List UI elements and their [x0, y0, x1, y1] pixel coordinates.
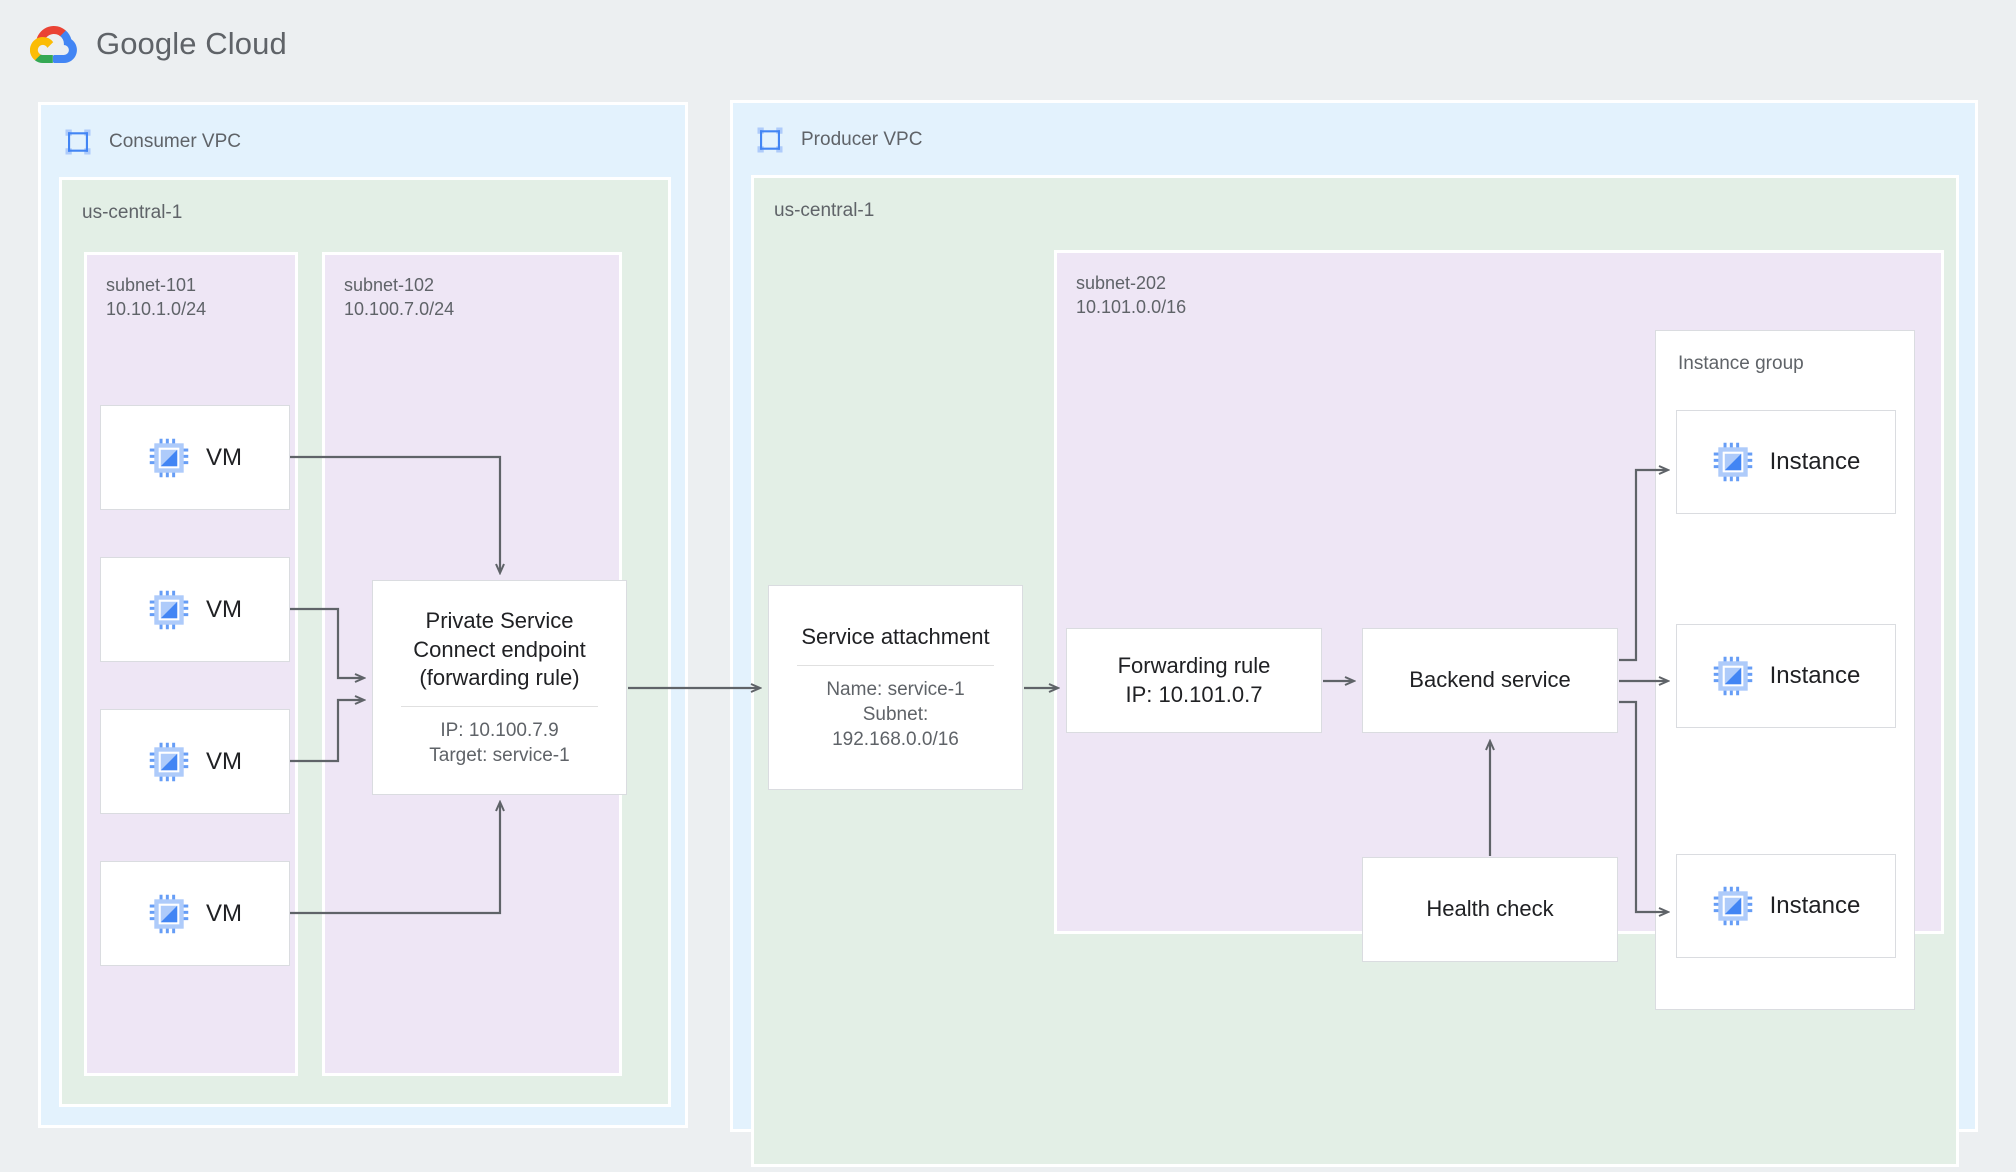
producer-region-label: us-central-1 — [774, 200, 875, 221]
subnet-202-label: subnet-202 10.101.0.0/16 — [1076, 273, 1187, 318]
forwarding-rule-line2: IP: 10.101.0.7 — [1125, 681, 1263, 707]
producer-vpc-header: Producer VPC — [755, 125, 922, 155]
consumer-region-label: us-central-1 — [82, 202, 183, 223]
service-attachment-card[interactable]: Service attachment Name: service-1 Subne… — [768, 585, 1023, 790]
psc-endpoint-divider — [400, 705, 599, 707]
vm-card-3[interactable]: VM — [100, 709, 290, 814]
producer-vpc-label: Producer VPC — [801, 129, 923, 150]
compute-instance-icon — [148, 589, 190, 631]
service-attachment-title: Service attachment — [801, 624, 990, 650]
vm-label: VM — [206, 595, 242, 623]
vm-card-1[interactable]: VM — [100, 405, 290, 510]
instance-label: Instance — [1769, 892, 1861, 920]
instance-group-title: Instance group — [1678, 353, 1804, 374]
vm-label: VM — [206, 747, 242, 775]
compute-instance-icon — [1712, 655, 1754, 697]
compute-instance-icon — [148, 741, 190, 783]
brand-cloud: Cloud — [205, 26, 287, 61]
service-attachment-divider — [796, 664, 995, 666]
consumer-vpc-label: Consumer VPC — [109, 131, 241, 152]
compute-instance-icon — [148, 437, 190, 479]
health-check-card[interactable]: Health check — [1362, 857, 1618, 962]
vm-label: VM — [206, 899, 242, 927]
google-cloud-logo — [30, 22, 78, 66]
forwarding-rule-line1: Forwarding rule — [1117, 652, 1271, 678]
page-header: Google Cloud — [30, 22, 287, 66]
psc-endpoint-target: Target: service-1 — [429, 744, 570, 766]
compute-instance-icon — [1712, 441, 1754, 483]
instance-card-1[interactable]: Instance — [1676, 410, 1896, 514]
vm-card-4[interactable]: VM — [100, 861, 290, 966]
vpc-network-icon — [755, 125, 785, 155]
backend-service-card[interactable]: Backend service — [1362, 628, 1618, 733]
backend-service-title: Backend service — [1409, 667, 1571, 693]
brand-title: Google Cloud — [96, 26, 287, 62]
instance-card-3[interactable]: Instance — [1676, 854, 1896, 958]
instance-label: Instance — [1769, 448, 1861, 476]
psc-endpoint-ip: IP: 10.100.7.9 — [440, 719, 559, 741]
compute-instance-icon — [1712, 885, 1754, 927]
service-attachment-subnet-value: 192.168.0.0/16 — [832, 728, 959, 750]
instance-card-2[interactable]: Instance — [1676, 624, 1896, 728]
subnet-101-label: subnet-101 10.10.1.0/24 — [106, 275, 207, 320]
service-attachment-name: Name: service-1 — [826, 678, 965, 700]
brand-google: Google — [96, 26, 197, 61]
vm-card-2[interactable]: VM — [100, 557, 290, 662]
compute-instance-icon — [148, 893, 190, 935]
psc-endpoint-title: Private Service Connect endpoint (forwar… — [413, 608, 586, 691]
psc-endpoint-card[interactable]: Private Service Connect endpoint (forwar… — [372, 580, 627, 795]
forwarding-rule-card[interactable]: Forwarding rule IP: 10.101.0.7 — [1066, 628, 1322, 733]
consumer-vpc-header: Consumer VPC — [63, 127, 241, 157]
health-check-title: Health check — [1426, 896, 1554, 922]
vm-label: VM — [206, 443, 242, 471]
subnet-102-label: subnet-102 10.100.7.0/24 — [344, 275, 455, 320]
service-attachment-subnet-label: Subnet: — [862, 703, 929, 725]
instance-label: Instance — [1769, 662, 1861, 690]
vpc-network-icon — [63, 127, 93, 157]
